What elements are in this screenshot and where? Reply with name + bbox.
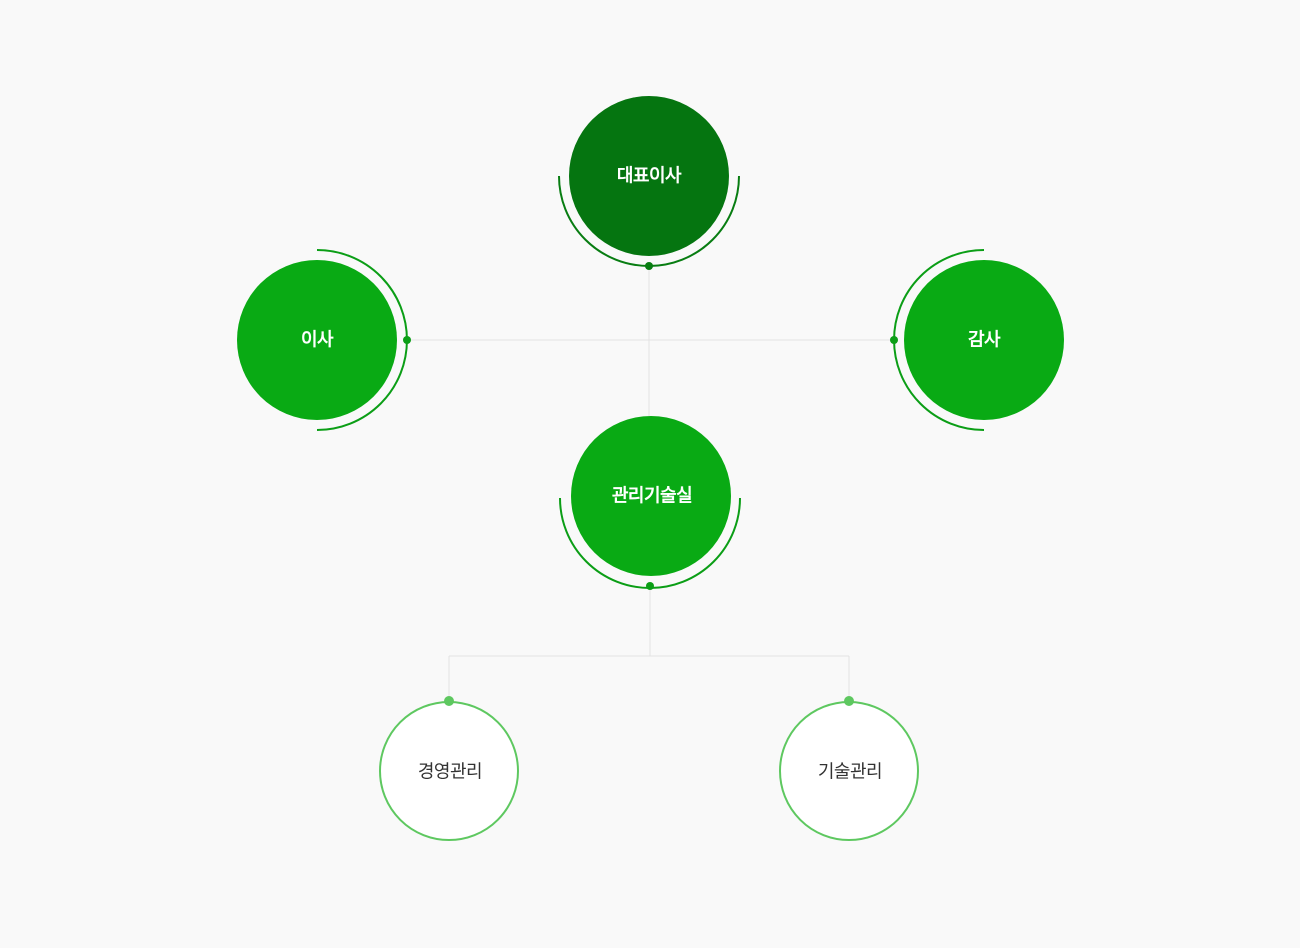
office-dot — [646, 582, 654, 590]
office-label: 관리기술실 — [612, 486, 692, 507]
technical-label: 기술관리 — [818, 762, 882, 783]
ceo-dot — [645, 262, 653, 270]
ceo-label: 대표이사 — [617, 166, 682, 187]
director-circle — [237, 260, 397, 420]
connectors — [407, 266, 894, 701]
node-director: 이사 — [237, 249, 411, 431]
node-technical: 기술관리 — [779, 696, 919, 841]
node-ceo: 대표이사 — [558, 96, 740, 270]
office-circle — [571, 416, 731, 576]
auditor-circle — [904, 260, 1064, 420]
technical-dot — [844, 696, 854, 706]
node-management: 경영관리 — [379, 696, 519, 841]
director-dot — [403, 336, 411, 344]
management-dot — [444, 696, 454, 706]
ceo-circle — [569, 96, 729, 256]
node-auditor: 감사 — [890, 249, 1064, 431]
auditor-dot — [890, 336, 898, 344]
management-label: 경영관리 — [418, 762, 482, 783]
director-label: 이사 — [301, 330, 334, 351]
auditor-label: 감사 — [968, 330, 1001, 351]
node-office: 관리기술실 — [559, 416, 741, 590]
